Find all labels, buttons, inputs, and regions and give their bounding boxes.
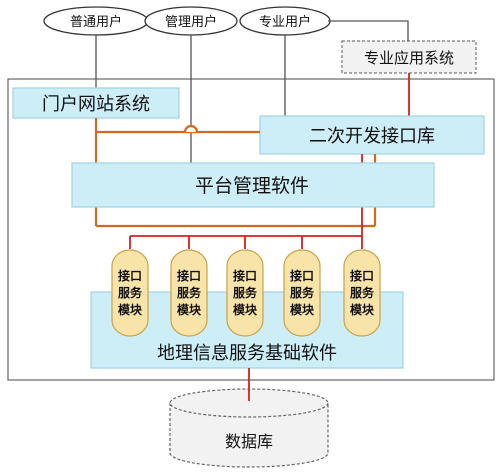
service-module-label: 模块 (233, 302, 258, 317)
portal-box: 门户网站系统 (12, 87, 180, 119)
user-node-normal: 普通用户 (43, 6, 149, 36)
user-node-label: 普通用户 (70, 14, 122, 30)
service-module-label: 服务 (350, 285, 375, 300)
user-node-label: 管理用户 (165, 14, 217, 30)
user-connection-lines (95, 20, 409, 163)
user-node-professional: 专业用户 (239, 6, 331, 36)
dev-interface-label: 二次开发接口库 (309, 126, 435, 147)
service-module-label: 模块 (290, 302, 315, 317)
platform-box: 平台管理软件 (71, 162, 435, 208)
dev-interface-box: 二次开发接口库 (259, 115, 485, 155)
database-cylinder: 数据库 (169, 388, 329, 468)
service-module-label: 接口 (233, 268, 257, 283)
gis-foundation-label: 地理信息服务基础软件 (157, 343, 337, 364)
service-module-label: 模块 (177, 302, 202, 317)
user-node-admin: 管理用户 (144, 6, 238, 36)
service-module-label: 模块 (118, 302, 143, 317)
external-system-label: 专业应用系统 (364, 49, 454, 67)
service-module-label: 模块 (350, 302, 375, 317)
outer-frame (7, 78, 495, 381)
service-module-label: 接口 (290, 268, 314, 283)
service-module-label: 接口 (350, 268, 374, 283)
service-module-label: 服务 (290, 285, 315, 300)
portal-label: 门户网站系统 (42, 94, 150, 115)
service-module-label: 接口 (177, 268, 201, 283)
service-module-label: 服务 (233, 285, 258, 300)
external-system-box: 专业应用系统 (341, 40, 477, 74)
user-node-label: 专业用户 (259, 14, 311, 30)
line-crossing-hop (183, 124, 199, 133)
service-module-label: 服务 (177, 285, 202, 300)
database-label: 数据库 (225, 432, 273, 451)
service-module-label: 接口 (118, 268, 142, 283)
platform-label: 平台管理软件 (195, 175, 309, 197)
service-module-label: 服务 (118, 285, 143, 300)
